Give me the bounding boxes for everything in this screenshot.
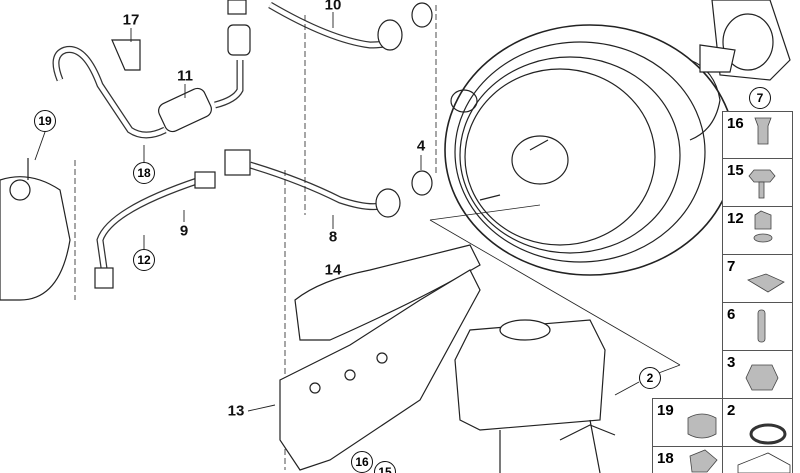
circled-callout-19: 19 xyxy=(34,110,56,132)
legend-cell-19: 19 xyxy=(652,398,723,447)
legend-number: 7 xyxy=(727,258,736,275)
gasket-plate xyxy=(699,0,791,81)
legend-number: 3 xyxy=(727,354,736,371)
legend-number: 15 xyxy=(727,162,744,179)
legend-number: 6 xyxy=(727,306,736,323)
brake-booster xyxy=(444,24,736,276)
muffler xyxy=(158,87,212,133)
circled-callout-12: 12 xyxy=(133,249,155,271)
callout-9: 9 xyxy=(179,222,189,240)
bracket-17 xyxy=(111,39,141,71)
legend-cell-2: 2 xyxy=(722,398,793,447)
brake-reservoir xyxy=(454,319,616,473)
callout-8: 8 xyxy=(328,228,338,246)
legend-cell-6: 6 xyxy=(722,302,793,351)
bracket-13 xyxy=(279,269,481,471)
legend-cell-unlabeled xyxy=(722,446,793,473)
circled-callout-16: 16 xyxy=(351,451,373,473)
vacuum-pump xyxy=(0,158,71,301)
legend-cell-15: 15 xyxy=(722,158,793,207)
callout-10: 10 xyxy=(324,0,342,14)
legend-cell-12: 12 xyxy=(722,206,793,255)
legend-number: 18 xyxy=(657,450,674,467)
legend-cell-7: 7 xyxy=(722,254,793,303)
callout-17: 17 xyxy=(122,11,140,29)
circled-callout-18: 18 xyxy=(133,162,155,184)
legend-number: 19 xyxy=(657,402,674,419)
circled-callout-7: 7 xyxy=(749,87,771,109)
legend-number: 2 xyxy=(727,402,736,419)
legend-cell-16: 16 xyxy=(722,111,793,159)
callout-13: 13 xyxy=(227,402,245,420)
circled-callout-2: 2 xyxy=(639,367,661,389)
legend-number: 12 xyxy=(727,210,744,227)
callout-11: 11 xyxy=(177,67,193,85)
legend-cell-18: 18 xyxy=(652,446,723,473)
heat-shield-14 xyxy=(294,244,481,341)
callout-4: 4 xyxy=(416,137,426,155)
legend-cell-3: 3 xyxy=(722,350,793,399)
legend-number: 16 xyxy=(727,115,744,132)
callout-14: 14 xyxy=(324,261,342,279)
hose-upper xyxy=(52,1,394,139)
